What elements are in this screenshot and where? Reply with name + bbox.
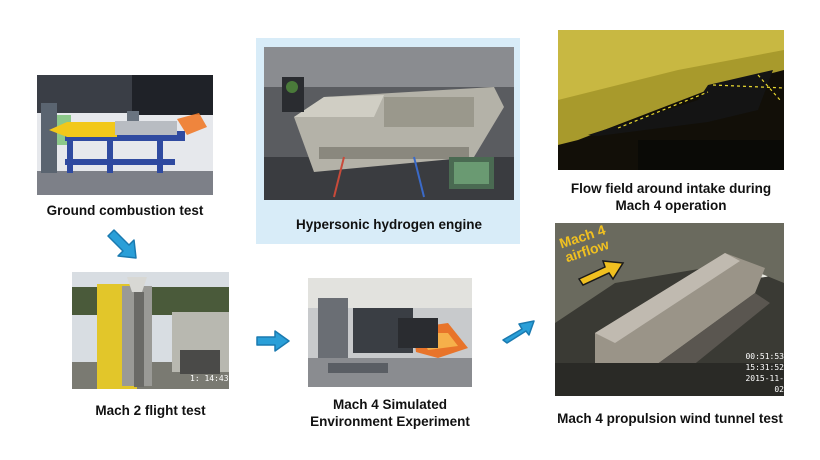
flow-field-caption-line1: Flow field around intake during: [570, 181, 772, 196]
right-arrow-icon: [256, 330, 290, 352]
simulated-environment-caption-line2: Environment Experiment: [310, 414, 470, 429]
down-right-arrow-icon: [107, 229, 137, 259]
hypersonic-engine-caption: Hypersonic hydrogen engine: [295, 217, 483, 232]
ground-combustion-test-photo: [37, 75, 213, 195]
up-right-arrow-icon: [502, 320, 535, 344]
timestamp-line2: 15:31:52: [745, 363, 784, 372]
airflow-arrow-icon: [577, 260, 625, 286]
simulated-environment-caption-line1: Mach 4 Simulated: [332, 397, 448, 412]
wind-tunnel-test-photo: Mach 4 airflow 00:51:53 15:31:52 2015-11…: [555, 223, 784, 396]
wind-tunnel-test-caption: Mach 4 propulsion wind tunnel test: [557, 411, 783, 426]
timestamp-line3: 2015-11-02: [745, 374, 784, 394]
mach-2-flight-test-caption: Mach 2 flight test: [95, 403, 206, 418]
simulated-environment-photo: [308, 278, 472, 387]
wind-tunnel-timestamp: 00:51:53 15:31:52 2015-11-02: [739, 351, 784, 395]
flight-test-overlay-text: 1: 14:43: [190, 374, 229, 383]
ground-combustion-test-caption: Ground combustion test: [46, 203, 204, 218]
simulated-environment-caption: Mach 4 Simulated Environment Experiment: [290, 396, 490, 430]
flow-field-caption-line2: Mach 4 operation: [615, 198, 727, 213]
hypersonic-engine-photo: [264, 47, 514, 200]
flow-field-caption: Flow field around intake during Mach 4 o…: [540, 180, 802, 214]
flow-field-photo: [558, 30, 784, 170]
timestamp-line1: 00:51:53: [745, 352, 784, 361]
mach-2-flight-test-photo: 1: 14:43: [72, 272, 229, 389]
